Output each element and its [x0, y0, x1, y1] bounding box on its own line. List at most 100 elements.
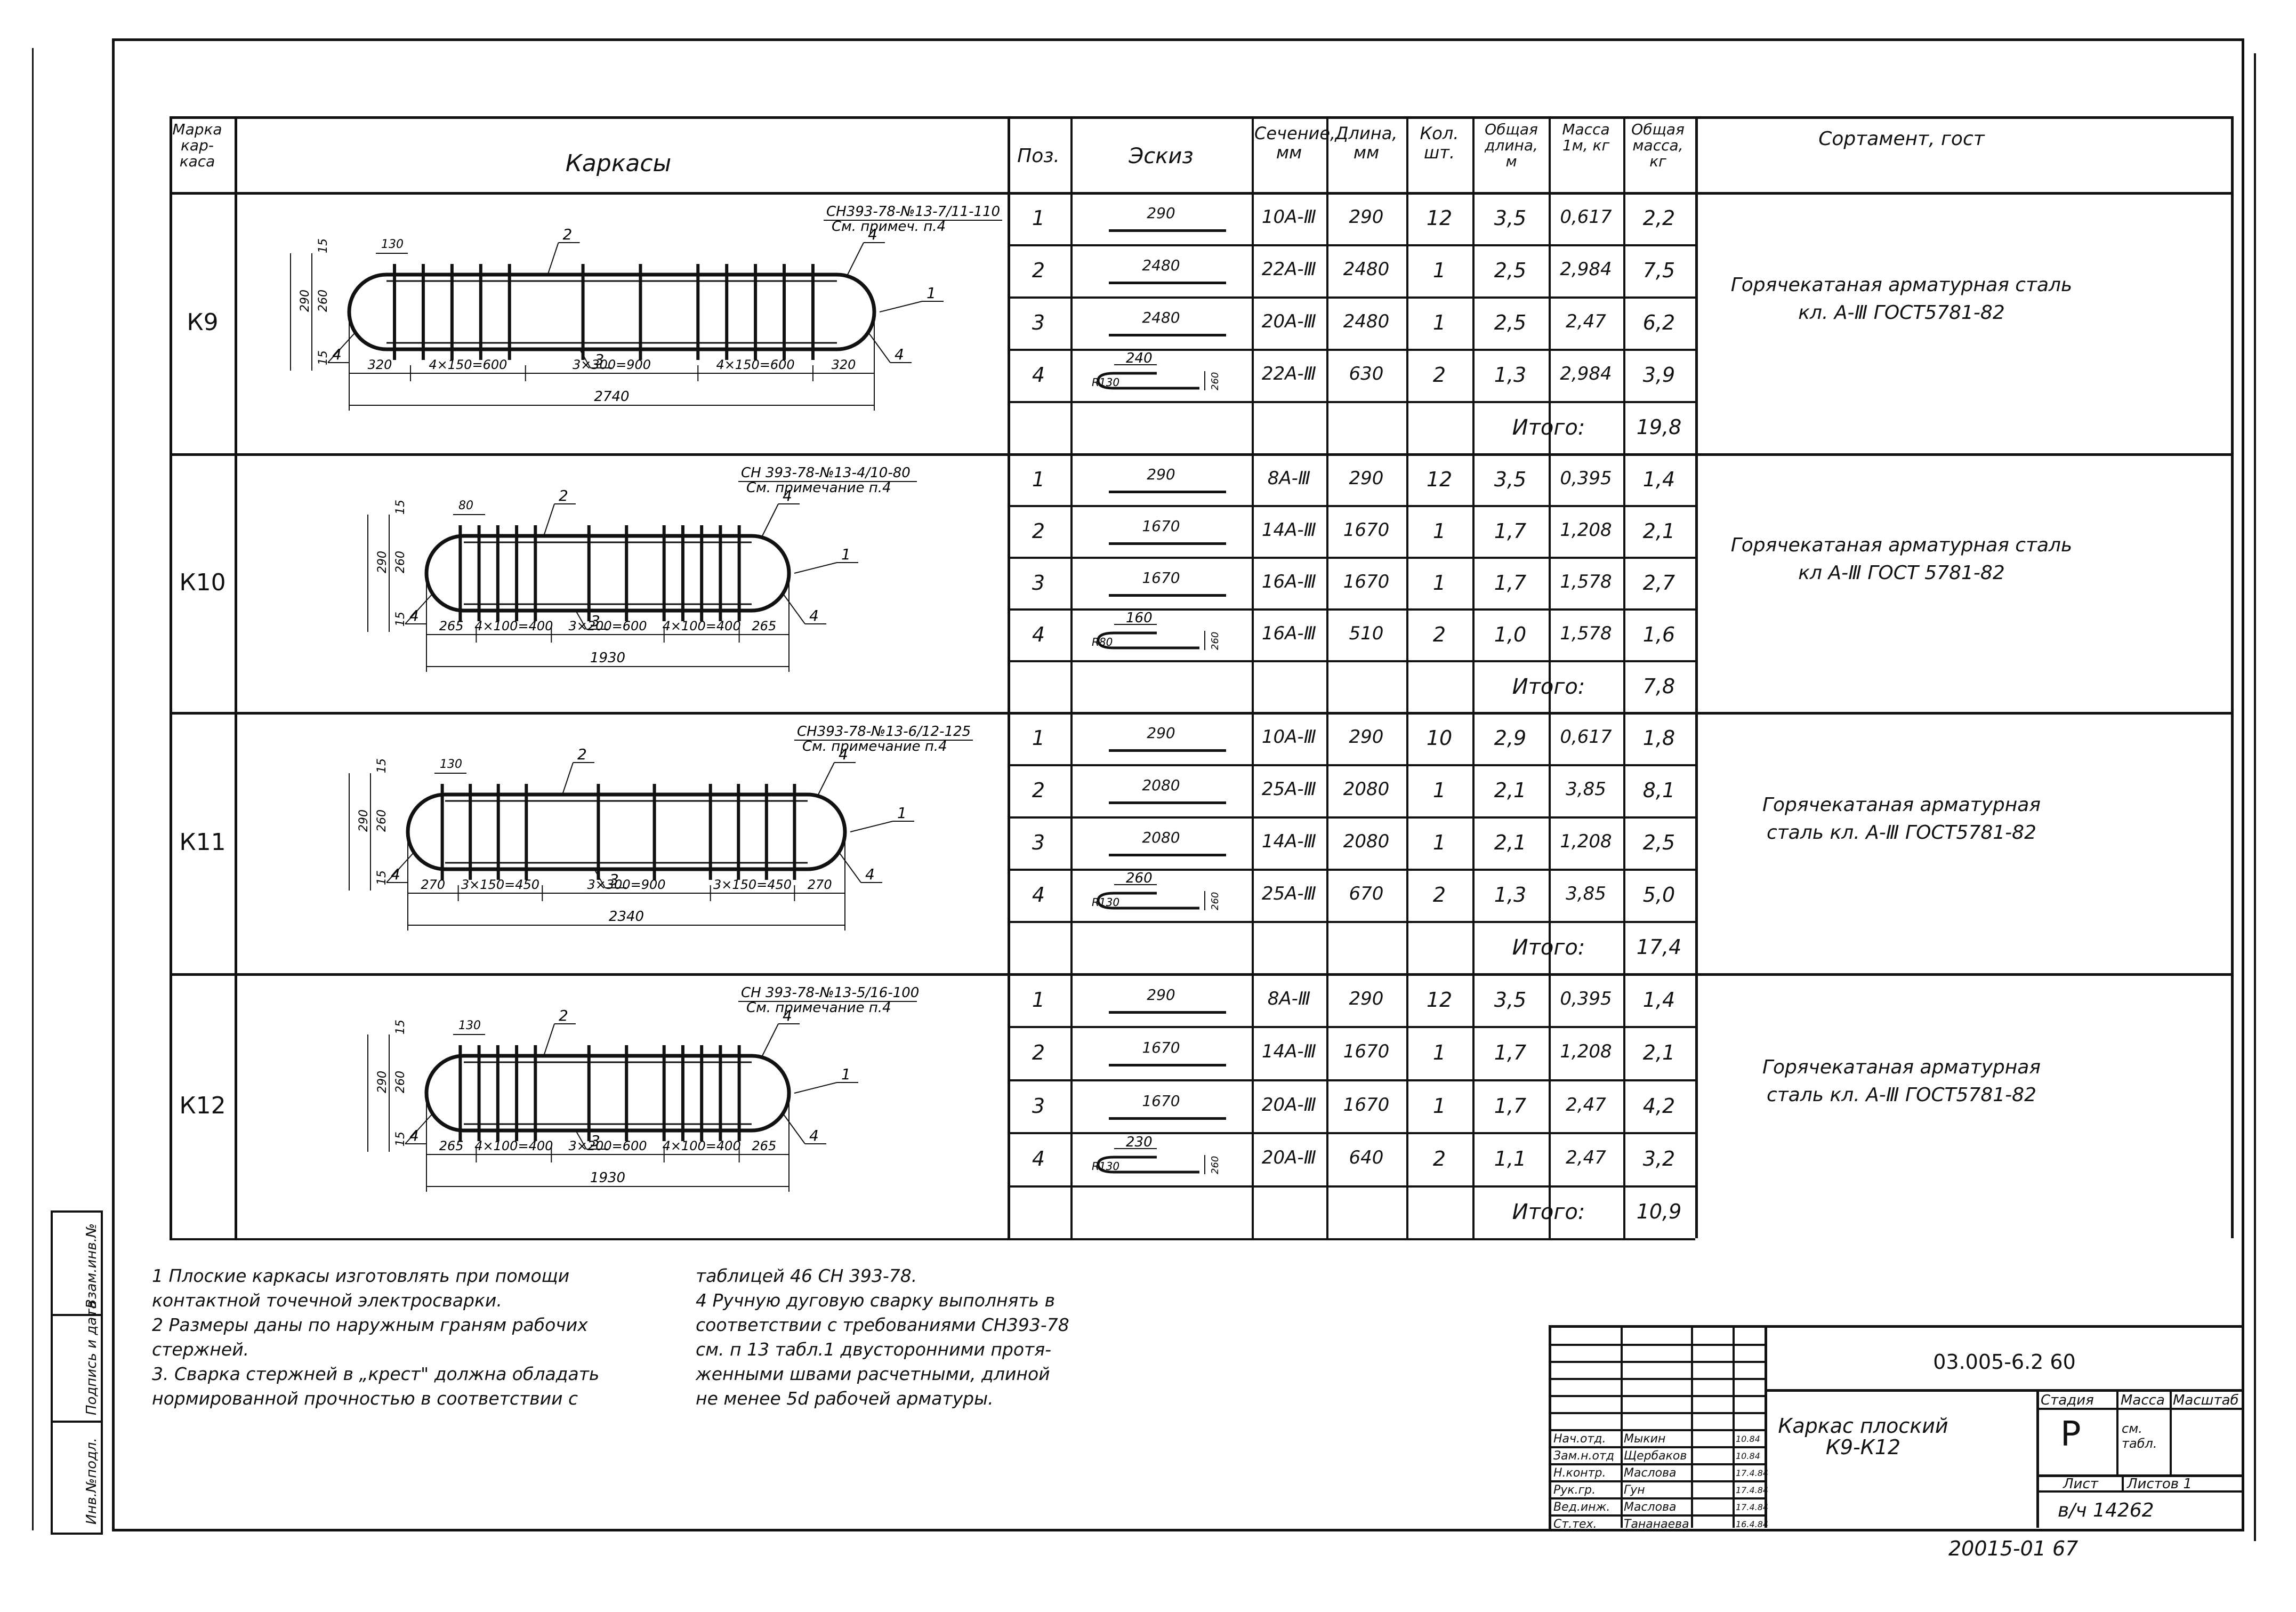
sketch-dim: 160: [1126, 610, 1153, 626]
frame-outline: [406, 792, 847, 871]
sketch-dim: 1670: [1142, 517, 1180, 535]
sketch-bar: [1109, 1117, 1226, 1120]
note-line: контактной точечной электросварки.: [152, 1290, 502, 1311]
dim-label: 260: [394, 1071, 407, 1093]
note-line: соответствии с требованиями СН393-78: [696, 1314, 1069, 1335]
ref-note-2: См. примечание п.4: [802, 739, 947, 755]
dim-hook: 80: [458, 499, 473, 512]
row-length: 510: [1349, 622, 1384, 644]
sketch-bar: [1109, 282, 1226, 284]
dim-label: 320: [368, 357, 392, 372]
title-line-1: Каркас плоский: [1778, 1414, 1948, 1438]
dim-label: 270: [808, 877, 832, 892]
gost-line-1: Горячекатаная арматурная: [1762, 793, 2041, 816]
total-mass-value: 17,4: [1636, 935, 1682, 959]
dim-total: 2740: [594, 389, 629, 405]
sketch-dim: 290: [1147, 465, 1175, 483]
callout-1: 1: [841, 546, 851, 563]
ref-note: СН393-78-№13-7/11-110: [826, 204, 1000, 220]
row-qty: 10: [1426, 726, 1453, 750]
row-total-mass: 8,1: [1642, 779, 1675, 802]
header-frames: Каркасы: [565, 150, 672, 177]
row-mass-per-m: 1,578: [1560, 622, 1612, 644]
person-role: Зам.н.отд: [1553, 1449, 1615, 1463]
row-total-mass: 4,2: [1642, 1094, 1675, 1118]
callout-4: 4: [865, 865, 875, 883]
ref-note-2: См. примеч. п.4: [832, 219, 946, 235]
header-section: Сечение, мм: [1254, 123, 1336, 163]
stamp-text: Подпись и дата: [84, 1300, 100, 1415]
frame-mark: К10: [179, 568, 226, 596]
row-total-length: 2,1: [1494, 779, 1527, 802]
sketch-dim: 290: [1147, 724, 1175, 742]
row-total-length: 2,1: [1494, 831, 1527, 854]
left-edge-line: [32, 48, 34, 1530]
drawing-code: 03.005-6.2 60: [1933, 1350, 2076, 1374]
row-mass-per-m: 1,208: [1560, 1041, 1612, 1063]
header-total-mass: Общая масса, кг: [1631, 121, 1685, 170]
row-qty: 1: [1432, 259, 1446, 282]
callout-4: 4: [409, 607, 419, 624]
callout-2: 2: [559, 487, 568, 504]
dim-label: 4×150=600: [716, 357, 795, 372]
row-length: 290: [1349, 726, 1384, 748]
leader-line: [783, 594, 805, 624]
dim-label: 4×150=600: [429, 357, 507, 372]
outer-frame: [112, 38, 2244, 1531]
row-mass-per-m: 2,47: [1566, 1094, 1606, 1116]
row-pos: 3: [1032, 1094, 1045, 1118]
row-pos: 2: [1032, 519, 1045, 543]
sketch-bar: [1109, 229, 1226, 232]
note-line: нормированной прочностью в соответствии …: [152, 1388, 578, 1409]
row-qty: 2: [1432, 883, 1446, 907]
row-length: 290: [1349, 988, 1384, 1009]
mass-label: Масса: [2121, 1392, 2165, 1408]
row-pos: 4: [1032, 622, 1045, 646]
person-name: Мыкин: [1624, 1432, 1666, 1446]
row-section: 20А-Ⅲ: [1261, 1094, 1317, 1116]
total-mass-value: 7,8: [1642, 674, 1675, 698]
sketch-dim: 2480: [1142, 309, 1180, 326]
sketch-bar: [1109, 542, 1226, 545]
row-qty: 1: [1432, 1094, 1446, 1118]
row-mass-per-m: 2,984: [1560, 259, 1612, 280]
frame-mark: К9: [187, 309, 219, 336]
total-mass-value: 19,8: [1636, 415, 1682, 439]
person-date: 16.4.84: [1736, 1519, 1769, 1529]
row-total-mass: 1,6: [1642, 622, 1675, 646]
sketch-dim: 2480: [1142, 256, 1180, 274]
total-label: Итого:: [1512, 935, 1585, 960]
sketch-dim: 2080: [1142, 829, 1180, 846]
row-section: 14А-Ⅲ: [1261, 1041, 1317, 1063]
sketch-dim: 290: [1147, 985, 1175, 1004]
person-role: Вед.инж.: [1553, 1501, 1610, 1514]
leader-line: [879, 301, 923, 312]
row-length: 670: [1349, 883, 1384, 904]
person-role: Нач.отд.: [1553, 1432, 1606, 1446]
sketch-radius: R130: [1092, 376, 1119, 389]
sketch-bar: [1109, 490, 1226, 493]
row-total-length: 1,7: [1494, 1094, 1527, 1118]
stamp-text: Инв.№подл.: [84, 1438, 100, 1525]
dim-total: 2340: [609, 909, 644, 925]
row-mass-per-m: 1,208: [1560, 831, 1612, 852]
row-total-length: 1,7: [1494, 1041, 1527, 1065]
hook-shape: [1097, 372, 1199, 390]
row-total-mass: 2,5: [1642, 831, 1675, 854]
dim-hook: 130: [440, 758, 462, 771]
row-mass-per-m: 0,395: [1560, 467, 1612, 489]
row-total-mass: 2,1: [1642, 519, 1675, 543]
row-section: 20А-Ⅲ: [1261, 311, 1317, 332]
row-total-mass: 2,2: [1642, 206, 1675, 230]
person-name: Маслова: [1624, 1466, 1677, 1480]
sketch-bar: [1109, 801, 1226, 804]
sketch-bar: [1109, 749, 1226, 752]
sketch-bar: [1109, 854, 1226, 856]
row-qty: 1: [1432, 831, 1446, 854]
frame-outline: [424, 1054, 791, 1133]
frame-outline: [347, 272, 876, 351]
sketch-dim: 240: [1126, 350, 1153, 366]
